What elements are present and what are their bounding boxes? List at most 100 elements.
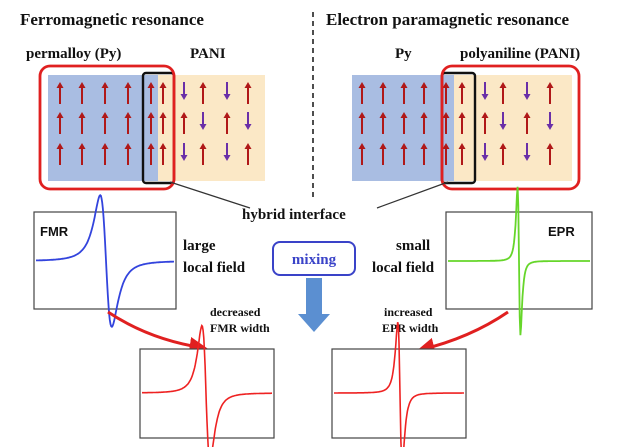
spin-up-arrow [78,82,86,104]
spin-up-arrow [400,82,408,104]
fmr-to-result-arrow [107,310,208,355]
spin-up-arrow [458,143,466,165]
spin-arrows-right [358,82,554,165]
spin-up-arrow [199,82,207,104]
epr-plot: EPR [445,186,593,336]
spin-arrows-left [56,82,252,165]
spin-up-arrow [159,112,167,134]
label-polyaniline: polyaniline (PANI) [460,46,580,62]
spin-up-arrow [420,143,428,165]
mixing-down-arrow [298,278,330,332]
epr-signal-curve [448,186,590,336]
increased-label: increased [384,305,433,319]
spin-down-arrow [481,143,489,161]
local-field-label-left: local field [183,260,246,276]
spin-up-arrow [101,82,109,104]
spin-up-arrow [400,112,408,134]
spin-up-arrow [546,143,554,165]
spin-up-arrow [124,82,132,104]
spin-up-arrow [159,82,167,104]
spin-up-arrow [499,82,507,104]
spin-up-arrow [180,112,188,134]
local-field-label-right: local field [372,260,435,276]
spin-up-arrow [358,82,366,104]
left-material-stack [38,64,265,191]
spin-up-arrow [523,112,531,134]
small-label: small [396,238,430,254]
spin-up-arrow [400,143,408,165]
spin-up-arrow [420,112,428,134]
spin-up-arrow [56,112,64,134]
title-fmr: Ferromagnetic resonance [20,10,204,29]
epr-plot-label: EPR [548,224,575,239]
spin-up-arrow [458,112,466,134]
hybrid-interface-label: hybrid interface [242,207,346,223]
large-label: large [183,238,216,254]
spin-up-arrow [358,143,366,165]
spin-up-arrow [546,82,554,104]
mixing-box [272,241,356,276]
result-signal-curve-left [142,324,272,447]
spin-down-arrow [223,143,231,161]
interface-pointer-left [169,181,251,209]
spin-up-arrow [244,143,252,165]
spin-up-arrow [458,82,466,104]
label-pani-left: PANI [190,46,226,62]
spin-down-arrow [180,143,188,161]
spin-down-arrow [481,82,489,100]
spin-up-arrow [124,143,132,165]
title-epr: Electron paramagnetic resonance [326,10,569,29]
spin-up-arrow [78,143,86,165]
spin-up-arrow [199,143,207,165]
result-plot-left [139,324,275,447]
spin-up-arrow [159,143,167,165]
result-plot-right [331,322,467,447]
spin-up-arrow [101,112,109,134]
spin-down-arrow [499,112,507,130]
spin-up-arrow [481,112,489,134]
spin-down-arrow [523,82,531,100]
spin-up-arrow [442,112,450,134]
spin-up-arrow [147,112,155,134]
interface-pointer-right [376,181,449,209]
pani-layer-right [454,75,572,181]
py-layer-left [48,75,158,181]
spin-up-arrow [223,112,231,134]
spin-down-arrow [523,143,531,161]
epr-to-result-arrow [416,310,509,356]
spin-down-arrow [223,82,231,100]
spin-up-arrow [442,82,450,104]
spin-up-arrow [379,82,387,104]
spin-down-arrow [180,82,188,100]
spin-up-arrow [442,143,450,165]
spin-up-arrow [78,112,86,134]
epr-width-label: EPR width [382,321,439,335]
spin-up-arrow [244,82,252,104]
spin-up-arrow [379,112,387,134]
spin-up-arrow [56,143,64,165]
spin-up-arrow [499,143,507,165]
spin-up-arrow [147,143,155,165]
fmr-width-label: FMR width [210,321,270,335]
spin-up-arrow [379,143,387,165]
mixing-label: mixing [292,252,337,268]
highlight-pani-region [440,64,581,191]
label-permalloy: permalloy (Py) [26,46,121,62]
fmr-signal-curve [36,193,174,329]
spin-up-arrow [420,82,428,104]
fmr-plot-label: FMR [40,224,69,239]
spin-up-arrow [101,143,109,165]
spin-up-arrow [358,112,366,134]
spin-up-arrow [147,82,155,104]
decreased-label: decreased [210,305,261,319]
spin-down-arrow [546,112,554,130]
spin-down-arrow [244,112,252,130]
right-material-stack [352,64,581,191]
label-py-right: Py [395,46,412,62]
spin-up-arrow [124,112,132,134]
spin-down-arrow [199,112,207,130]
result-signal-curve-right [334,322,464,447]
fmr-plot: FMR [33,193,177,329]
spin-up-arrow [56,82,64,104]
